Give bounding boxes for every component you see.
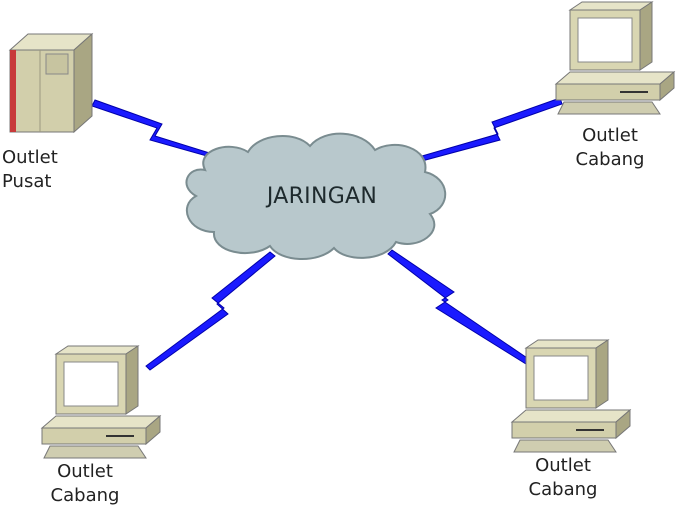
branch-bottom-left-line1: Outlet — [57, 461, 113, 482]
branch-bottom-right-line1: Outlet — [535, 455, 591, 476]
link-bottomleft-to-cloud — [145, 251, 276, 371]
branch-bottom-left-line2: Cabang — [50, 485, 120, 506]
server-icon — [8, 32, 94, 134]
computer-icon — [554, 1, 676, 115]
server-label-line2: Pusat — [2, 171, 52, 192]
branch-top-right-line2: Cabang — [575, 149, 645, 170]
lightning-link-icon — [414, 97, 563, 163]
cloud-label: JARINGAN — [266, 184, 378, 209]
computer-icon — [40, 345, 162, 459]
server-node-label: Outlet Pusat — [2, 146, 66, 194]
lightning-link-icon — [387, 249, 531, 365]
link-topright-to-cloud — [414, 97, 563, 163]
lightning-link-icon — [145, 251, 276, 371]
server-label-line1: Outlet — [2, 147, 58, 168]
branch-bottom-right-line2: Cabang — [528, 479, 598, 500]
link-bottomright-to-cloud — [387, 249, 531, 365]
branch-top-right-line1: Outlet — [582, 125, 638, 146]
computer-icon — [510, 339, 632, 453]
branch-bottom-right-label: Outlet Cabang — [508, 454, 618, 502]
branch-top-right-label: Outlet Cabang — [555, 124, 665, 172]
cloud-icon — [185, 132, 447, 261]
branch-bottom-left-label: Outlet Cabang — [30, 460, 140, 508]
